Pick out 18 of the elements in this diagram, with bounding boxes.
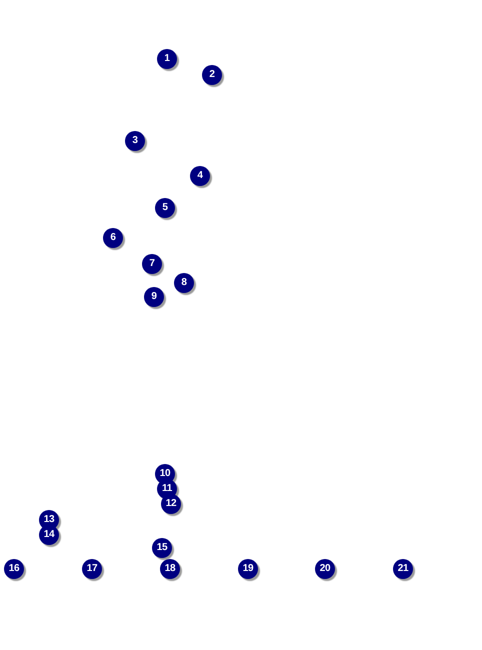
callout-number: 21 bbox=[393, 559, 413, 579]
callout-number: 18 bbox=[160, 559, 180, 579]
callout-number: 15 bbox=[152, 538, 172, 558]
callout-number: 6 bbox=[103, 228, 123, 248]
callout-number: 3 bbox=[125, 131, 145, 151]
callout-number: 20 bbox=[315, 559, 335, 579]
callout-number: 8 bbox=[174, 273, 194, 293]
callout-number: 17 bbox=[82, 559, 102, 579]
callout-number: 16 bbox=[4, 559, 24, 579]
callout-number: 9 bbox=[144, 287, 164, 307]
callout-number: 19 bbox=[238, 559, 258, 579]
callout-number: 14 bbox=[39, 525, 59, 545]
callout-number: 1 bbox=[157, 49, 177, 69]
callout-number: 12 bbox=[161, 494, 181, 514]
callout-number: 4 bbox=[190, 166, 210, 186]
callout-number: 2 bbox=[202, 65, 222, 85]
callout-number: 5 bbox=[155, 198, 175, 218]
callout-number: 7 bbox=[142, 254, 162, 274]
